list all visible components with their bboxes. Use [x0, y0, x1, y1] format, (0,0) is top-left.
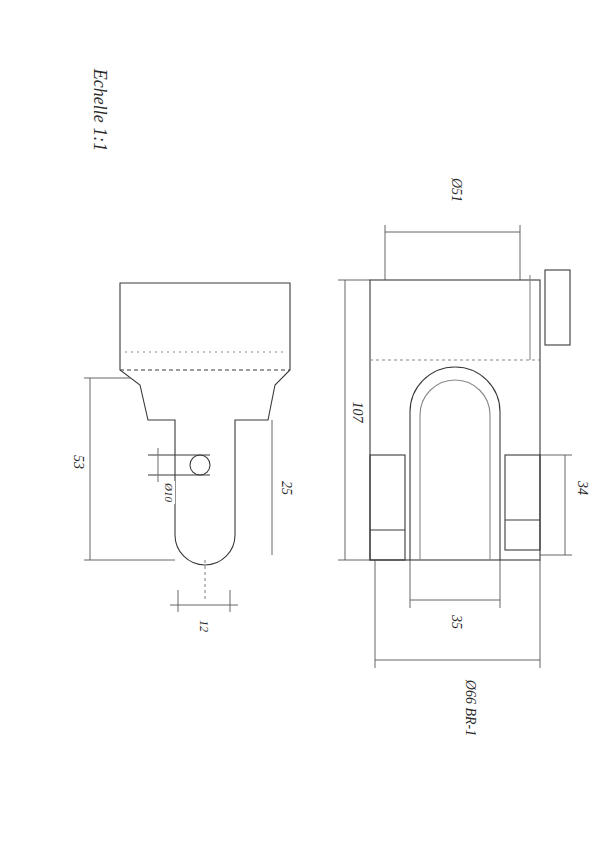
- dimension-text: 107: [348, 400, 364, 425]
- dimension-text: Ø66 BR-1: [462, 678, 478, 738]
- dimension-text: 53: [70, 453, 86, 471]
- scale-note: Echelle 1:1: [90, 67, 110, 153]
- dimension-text: 12: [197, 618, 211, 634]
- dimension-text: 34: [574, 479, 590, 497]
- front-view: [120, 283, 290, 600]
- dimension-text: Ø10: [161, 481, 174, 504]
- dimension-text: 25: [278, 479, 294, 497]
- dimension-text: Ø51: [448, 176, 464, 204]
- dimension-lines: [84, 225, 572, 668]
- side-view: [370, 270, 570, 560]
- dimension-text: 35: [448, 613, 464, 631]
